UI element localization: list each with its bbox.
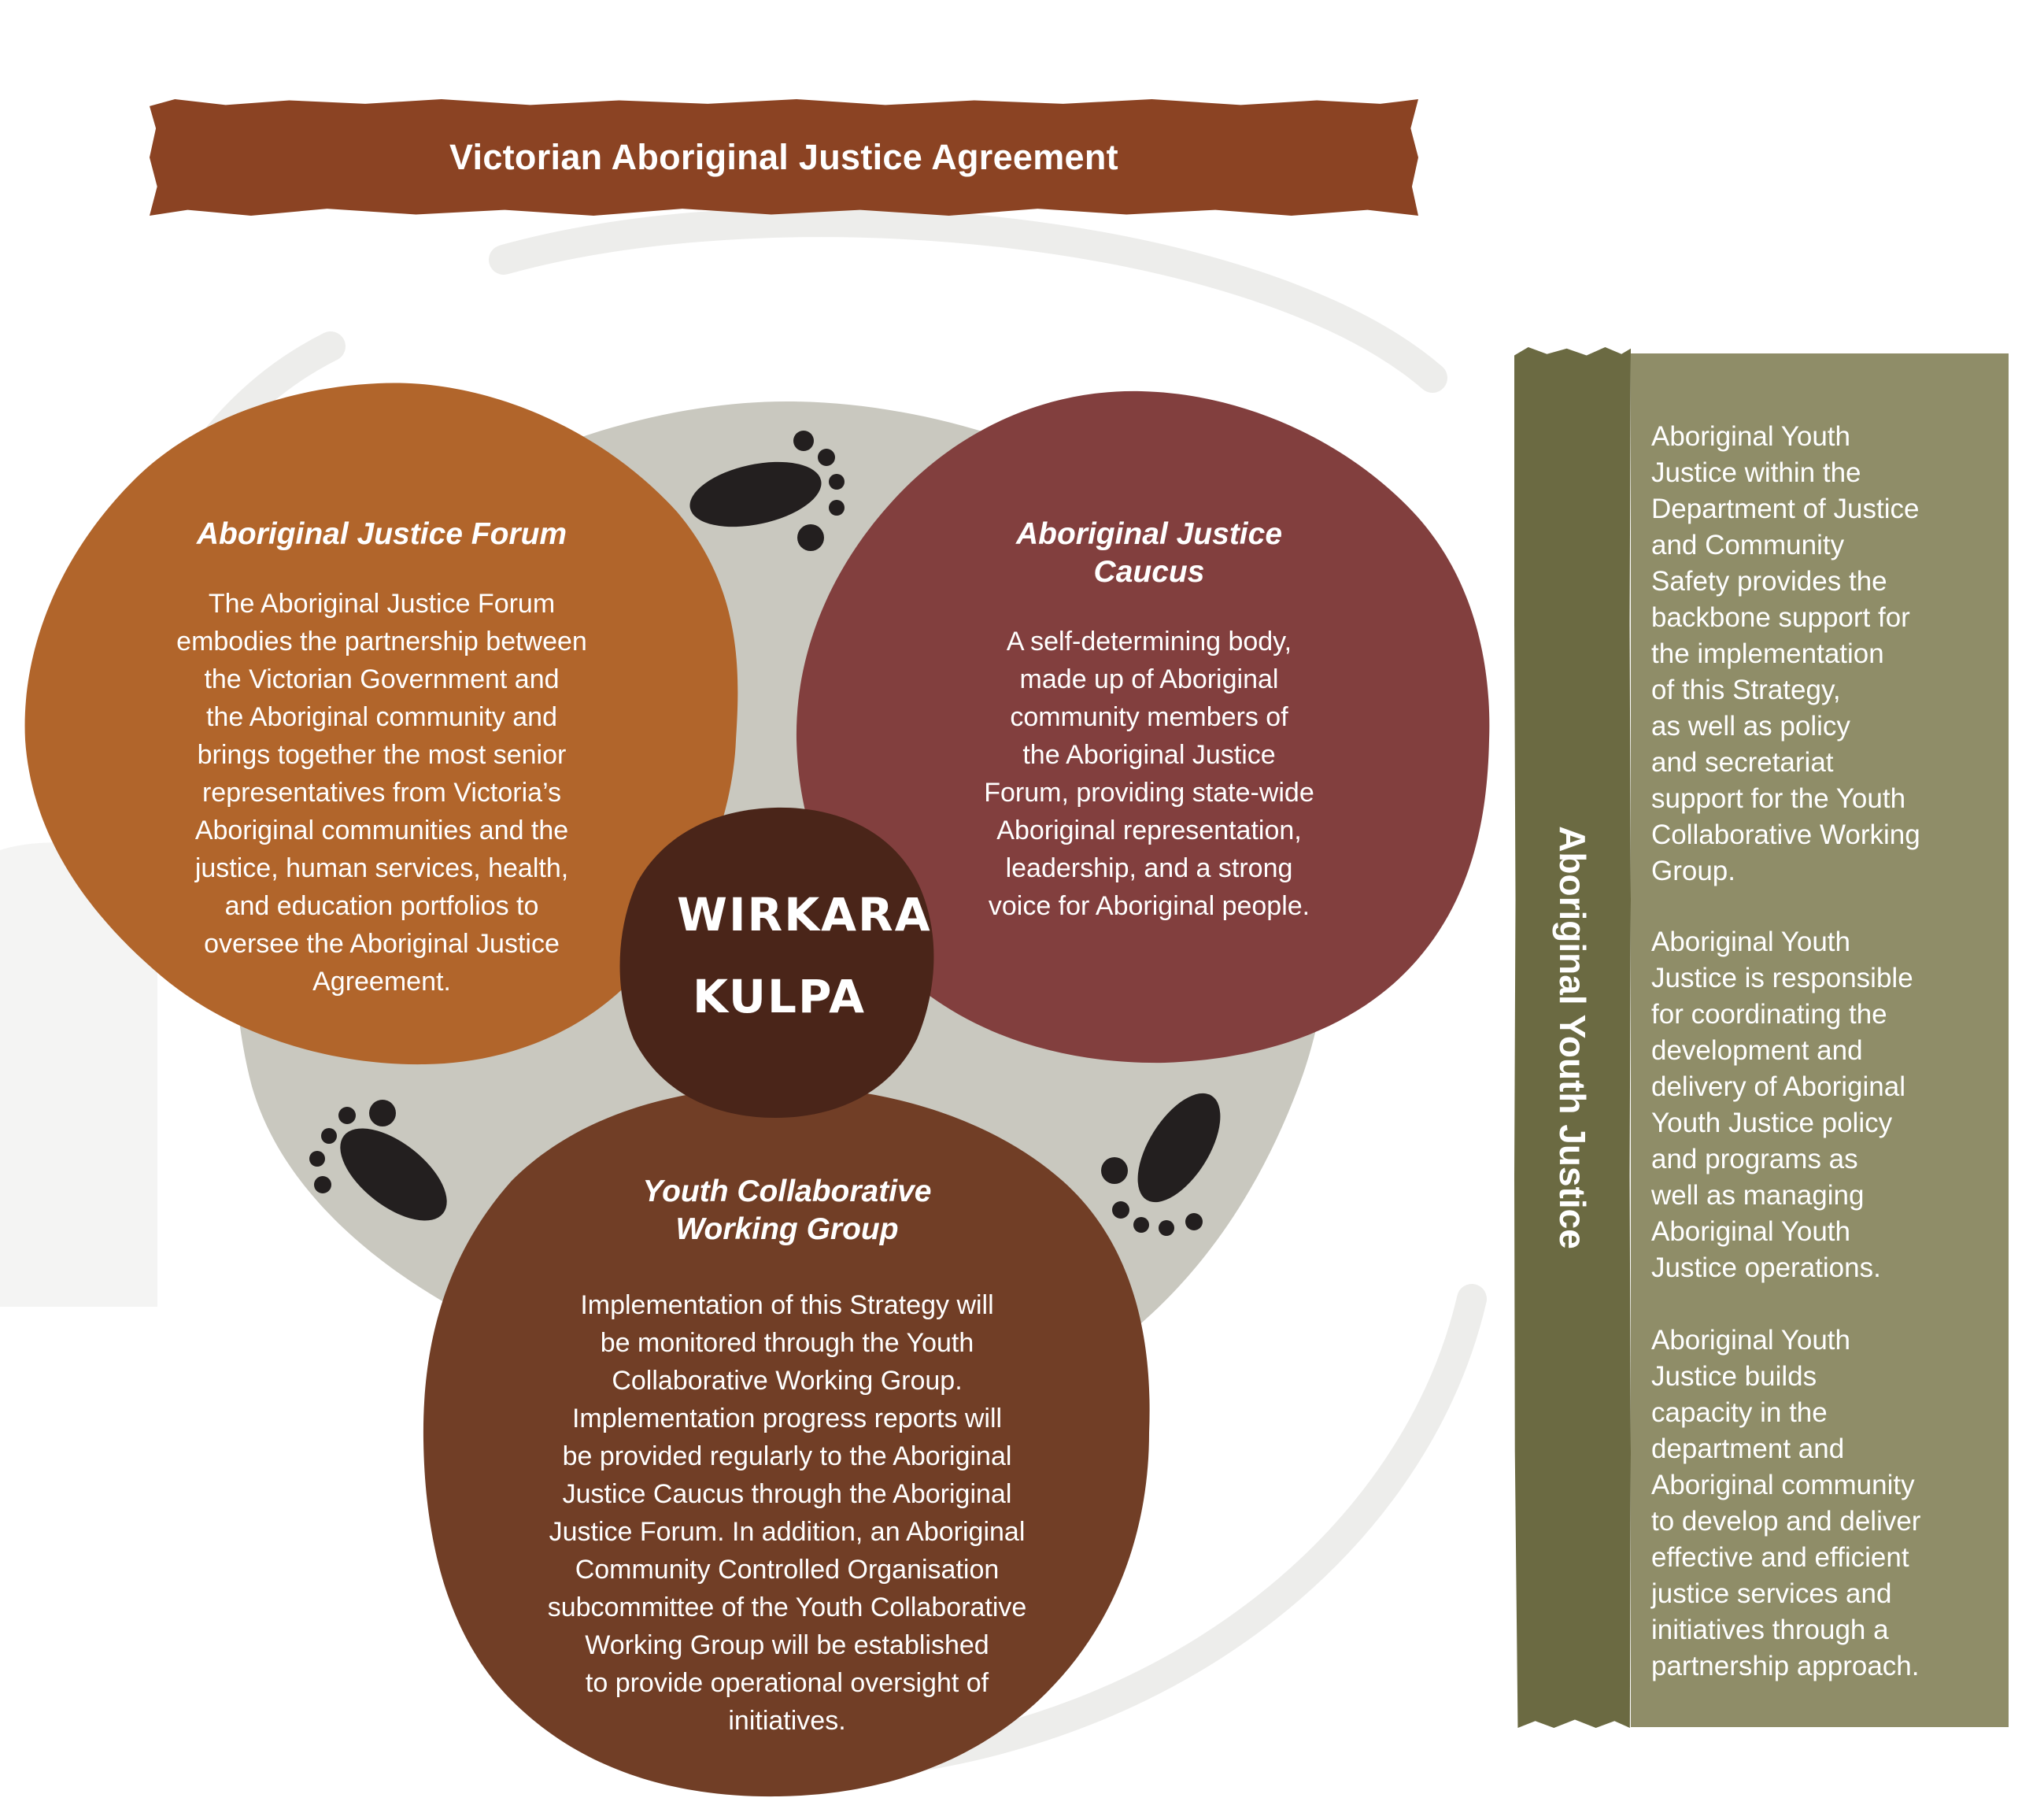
- faint-left-patch: [0, 842, 157, 1307]
- center-label-line1: WIRKARA: [677, 888, 932, 941]
- caucus-circle: [796, 390, 1490, 1064]
- forum-text-block: Aboriginal Justice Forum The Aboriginal …: [122, 516, 641, 1001]
- ayj-paragraph-1: Aboriginal Youth Justice within the Depa…: [1651, 421, 1920, 886]
- caucus-title-line2: Caucus: [1093, 555, 1205, 589]
- ayj-panel: [1631, 353, 2009, 1727]
- ycwg-body: Implementation of this Strategy will be …: [547, 1290, 1027, 1736]
- agreement-banner: Victorian Aboriginal Justice Agreement: [150, 99, 1418, 216]
- agreement-title: Victorian Aboriginal Justice Agreement: [449, 137, 1118, 177]
- center-label: WIRKARA KULPA: [677, 874, 932, 1038]
- footprint-left: [309, 1100, 447, 1221]
- ycwg-title-line1: Youth Collaborative: [642, 1174, 932, 1208]
- center-label-line2: KULPA: [692, 970, 867, 1023]
- ycwg-circle: [423, 1086, 1150, 1797]
- footprint-top: [689, 431, 845, 551]
- caucus-text-block: Aboriginal Justice Caucus A self-determi…: [889, 516, 1409, 925]
- forum-circle: [24, 383, 738, 1065]
- caucus-title-line1: Aboriginal Justice: [1015, 517, 1283, 551]
- footprint-right: [1101, 1093, 1221, 1236]
- ayj-vertical-bar: [1514, 347, 1631, 1728]
- ycwg-text-block: Youth Collaborative Working Group Implem…: [488, 1173, 1086, 1740]
- ycwg-title-line2: Working Group: [675, 1212, 899, 1246]
- ayj-paragraph-3: Aboriginal Youth Justice builds capacity…: [1651, 1325, 1921, 1681]
- ayj-vertical-label: Aboriginal Youth Justice: [1552, 826, 1593, 1249]
- caucus-body: A self-determining body, made up of Abor…: [984, 627, 1314, 921]
- ayj-paragraph-2: Aboriginal Youth Justice is responsible …: [1651, 927, 1913, 1283]
- forum-body: The Aboriginal Justice Forum embodies th…: [176, 589, 587, 997]
- ayj-vertical-label-wrap: Aboriginal Youth Justice: [1514, 347, 1631, 1728]
- forum-title: Aboriginal Justice Forum: [196, 517, 567, 551]
- center-circle: [619, 807, 934, 1118]
